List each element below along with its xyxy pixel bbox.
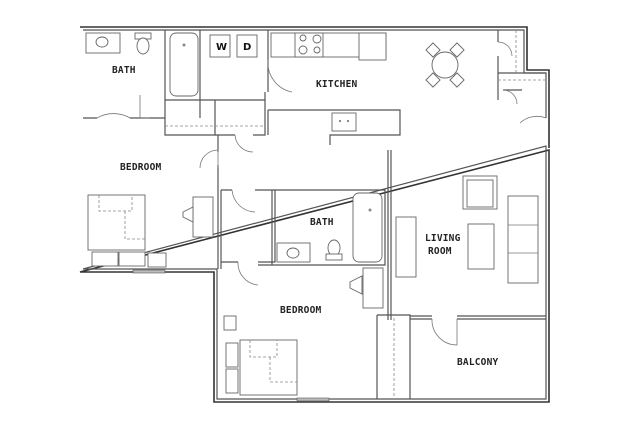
bath2-fixtures [276, 192, 383, 263]
outer-walls [79, 26, 550, 403]
dining-table [425, 42, 465, 88]
interior-walls [83, 30, 546, 399]
room-labels: BATH KITCHEN BEDROOM BATH LIVING ROOM BE… [112, 42, 499, 368]
dryer-label: D [243, 42, 251, 53]
kitchen-fixtures [270, 32, 387, 132]
label-bedroom1: BEDROOM [120, 162, 162, 173]
label-balcony: BALCONY [457, 357, 499, 368]
washer-label: W [216, 42, 227, 53]
washer-dryer [209, 34, 258, 58]
label-bath2: BATH [310, 217, 334, 228]
bedroom2-furniture [223, 267, 384, 396]
label-bedroom2: BEDROOM [280, 305, 322, 316]
label-bath1: BATH [112, 65, 136, 76]
bath1-fixtures [85, 32, 199, 97]
doors [96, 41, 547, 346]
bedroom1-furniture [87, 194, 214, 268]
windows [132, 269, 330, 402]
label-living-2: ROOM [428, 246, 452, 257]
label-kitchen: KITCHEN [316, 79, 358, 90]
label-living-1: LIVING [425, 233, 461, 244]
living-furniture [395, 175, 539, 284]
